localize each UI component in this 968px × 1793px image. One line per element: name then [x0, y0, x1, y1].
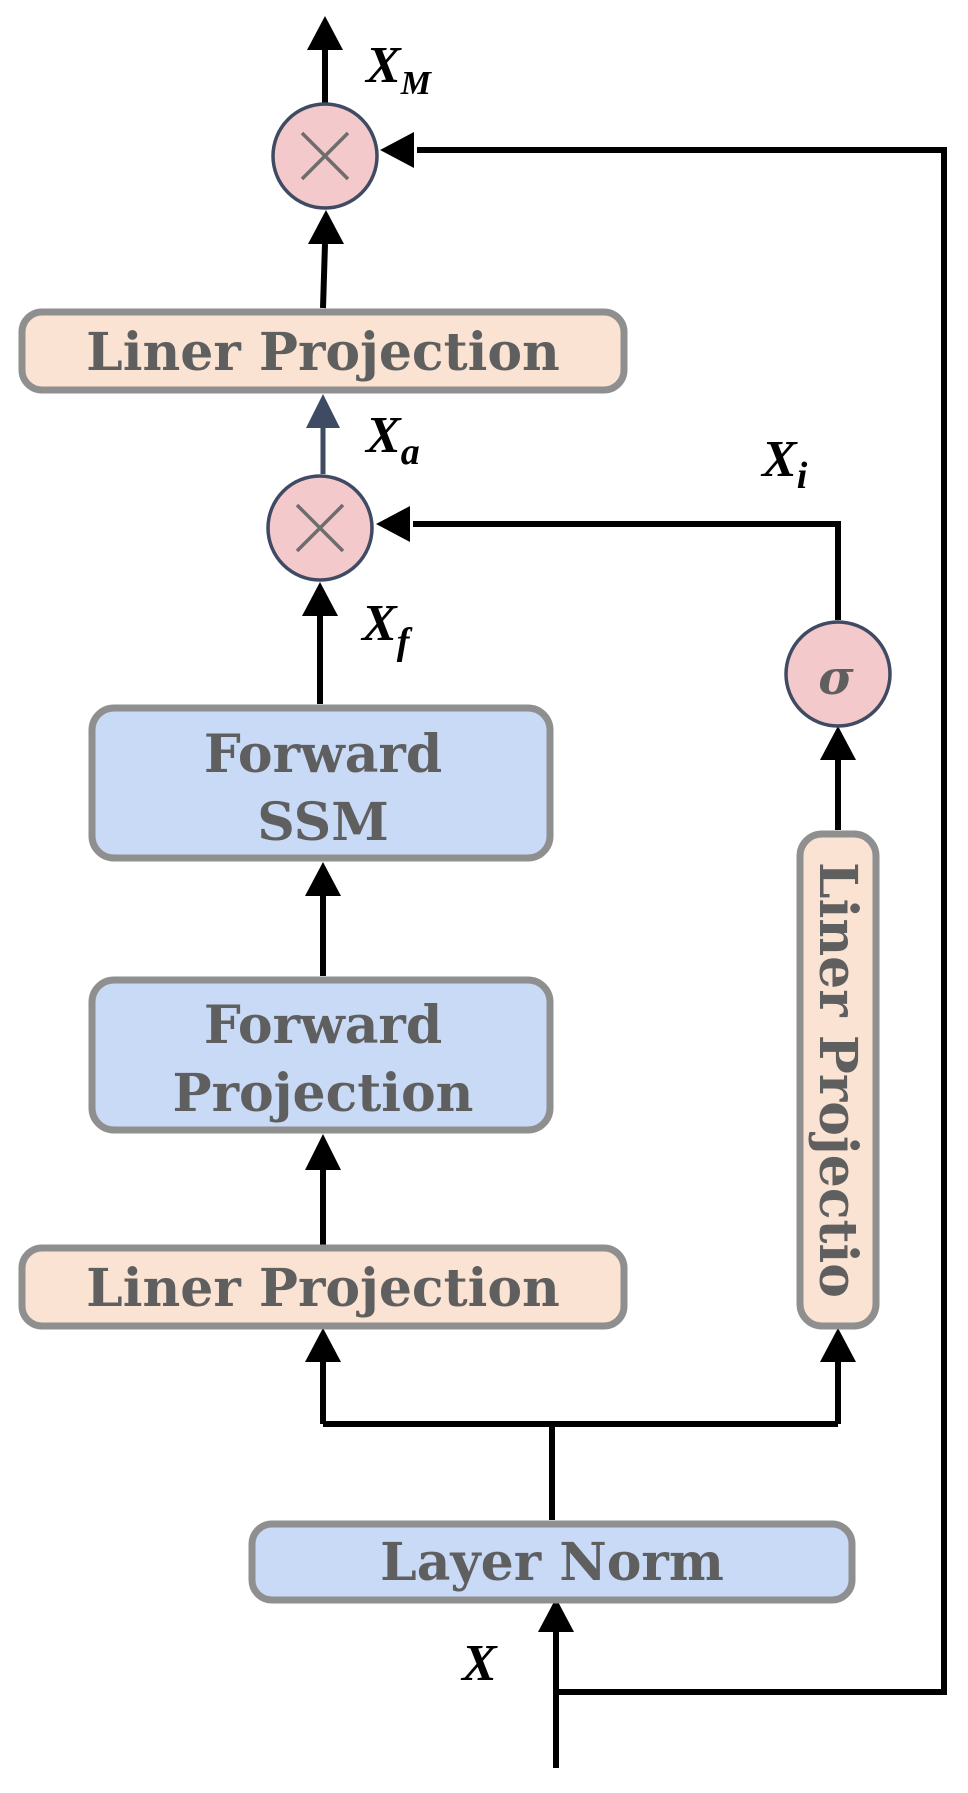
multiply-icon-top-b: [300, 131, 350, 181]
right-branch-arrowhead: [820, 1328, 856, 1362]
label-x-i: Xi: [760, 431, 808, 497]
liner-projection-bottom-label: Liner Projection: [86, 1258, 560, 1319]
layer-norm-block: [248, 1520, 856, 1604]
layer-norm-label: Layer Norm: [380, 1532, 724, 1593]
forward-ssm-label-line2: SSM: [257, 792, 389, 853]
multiply-operator-lower: [266, 474, 374, 582]
sigma-to-mul-path: [413, 521, 841, 620]
lp-to-topmul-line: [320, 243, 328, 309]
liner-projection-side-label: Liner Projectio: [807, 862, 868, 1298]
liner-projection-side-block: [796, 830, 880, 1330]
forward-projection-label-line1: Forward: [204, 995, 442, 1056]
forward-projection-block: [88, 976, 554, 1134]
sigma-to-mul-arrowhead: [376, 506, 410, 542]
sigma-operator: [784, 620, 892, 728]
lp-to-fp-arrowhead: [305, 1134, 341, 1170]
mul-to-lp-arrowhead: [306, 394, 340, 428]
multiply-operator-top: [271, 102, 379, 210]
residual-path: [417, 147, 947, 1695]
liner-projection-top-block: [18, 308, 628, 394]
label-x-f: Xf: [360, 595, 413, 663]
liner-projection-bottom-block: [18, 1244, 628, 1330]
label-x-a: Xa: [364, 407, 420, 473]
left-branch-arrowhead: [305, 1328, 341, 1362]
ssm-to-mul-arrowhead: [302, 582, 338, 616]
fp-to-ssm-arrowhead: [305, 862, 341, 896]
label-x-m: XM: [364, 37, 433, 102]
forward-projection-label-line2: Projection: [172, 1063, 473, 1124]
multiply-icon-lower-b: [295, 503, 345, 553]
liner-projection-top-label: Liner Projection: [86, 322, 560, 383]
label-x-input: X: [460, 1635, 498, 1692]
sigma-label: σ: [818, 650, 854, 706]
side-lp-to-sigma-arrowhead: [820, 726, 856, 760]
forward-ssm-label-line1: Forward: [204, 724, 442, 785]
forward-ssm-block: [88, 704, 554, 862]
input-arrowhead: [538, 1598, 574, 1632]
lp-to-topmul-arrowhead: [308, 210, 344, 244]
output-arrowhead: [307, 16, 343, 50]
residual-arrowhead: [380, 132, 414, 168]
